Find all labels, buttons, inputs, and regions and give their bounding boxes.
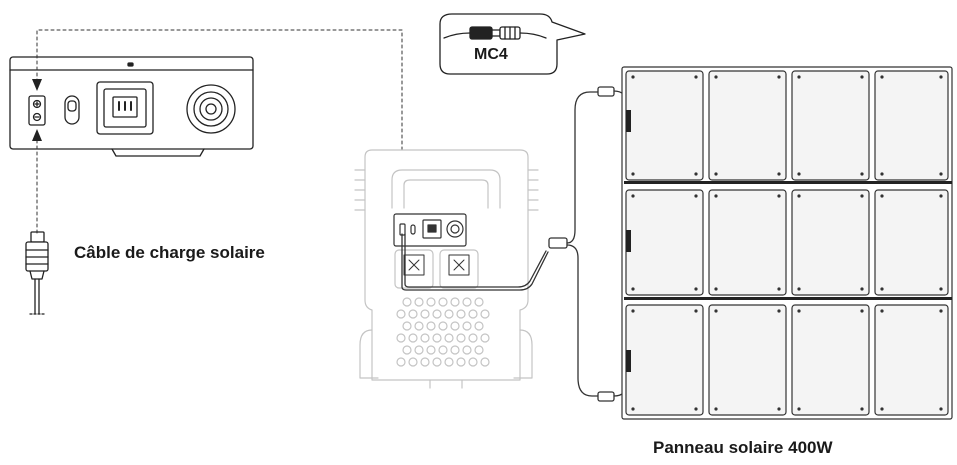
mc4-callout	[439, 13, 586, 75]
arrow-down-icon	[32, 79, 42, 91]
solar-cable	[401, 86, 631, 402]
solar-cable-plug-icon	[25, 231, 49, 315]
solar-cell	[874, 70, 949, 181]
solar-cell	[874, 304, 949, 416]
power-station	[354, 149, 539, 389]
mc4-connector-icon	[443, 26, 547, 40]
arrow-up-icon	[32, 129, 42, 141]
leader-lines	[36, 29, 403, 235]
power-station-port-panel	[393, 213, 470, 276]
solar-input-port-icon	[28, 95, 46, 126]
solar-cell	[791, 70, 870, 181]
ac-outlets	[394, 249, 479, 289]
solar-cell	[708, 189, 787, 296]
ac-socket-icon	[96, 81, 154, 135]
panel-hinges	[624, 110, 952, 372]
switch-icon	[64, 95, 80, 125]
solar-cell	[625, 304, 704, 416]
solar-cable-label: Câble de charge solaire	[74, 243, 265, 262]
solar-panel	[621, 66, 953, 420]
solar-cell	[625, 70, 704, 181]
port-panel-closeup	[9, 56, 254, 157]
panel-corner-dots	[631, 75, 943, 411]
solar-cell	[791, 189, 870, 296]
mc4-junction-icon	[548, 237, 568, 249]
round-port-icon	[186, 84, 236, 134]
solar-cell	[791, 304, 870, 416]
solar-cell	[708, 70, 787, 181]
solar-cell	[874, 189, 949, 296]
solar-cell	[708, 304, 787, 416]
vent-grid	[396, 297, 490, 367]
mc4-label: MC4	[474, 46, 508, 63]
solar-panel-label: Panneau solaire 400W	[653, 438, 833, 457]
solar-cell	[625, 189, 704, 296]
